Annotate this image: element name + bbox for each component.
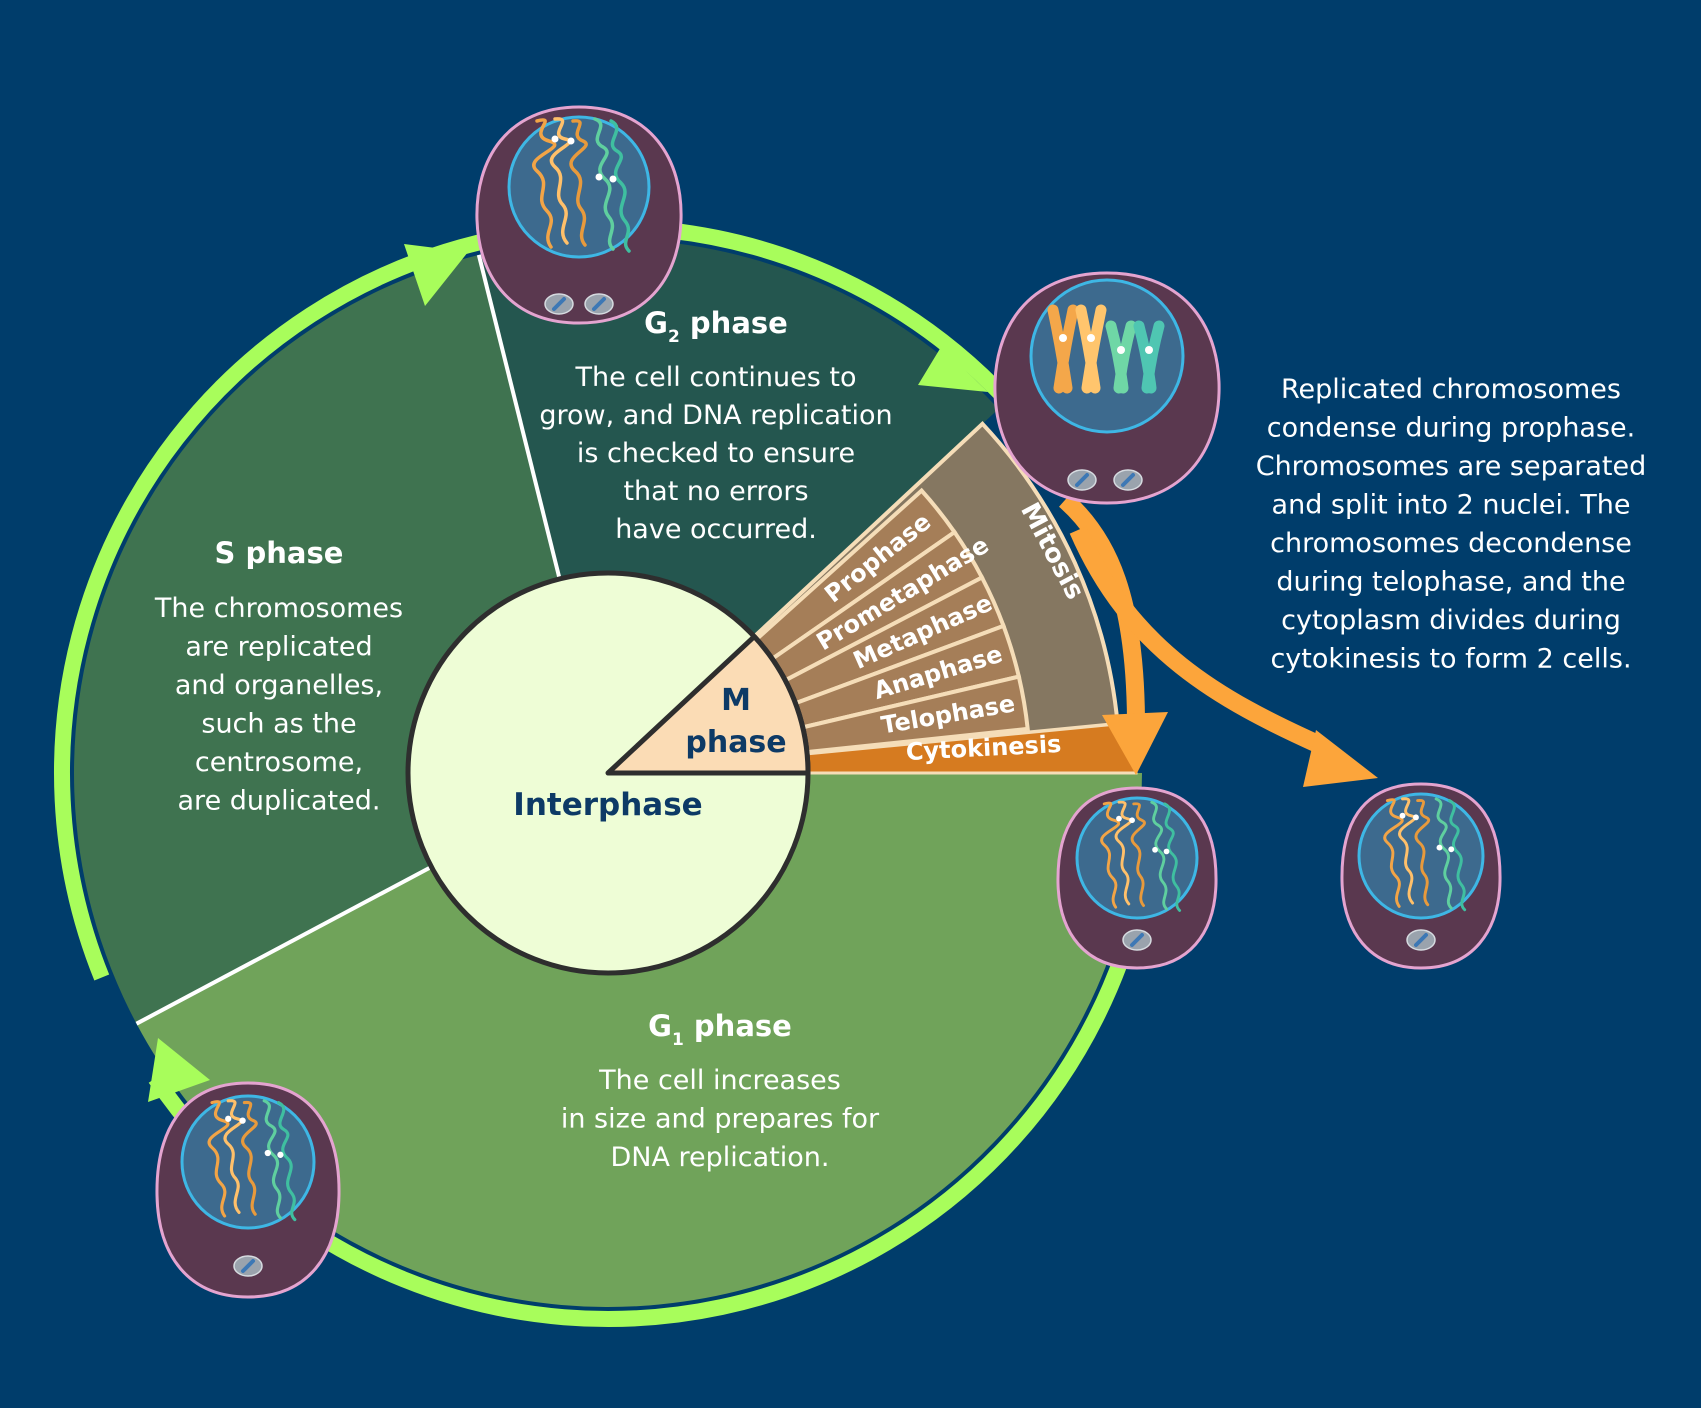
- mitosis-explanation-line: cytokinesis to form 2 cells.: [1270, 644, 1631, 675]
- mitosis-arrow: [1058, 493, 1378, 787]
- mitosis-explanation-line: chromosomes decondense: [1270, 528, 1632, 559]
- g2-phase-description-line: is checked to ensure: [577, 438, 855, 469]
- interphase-label: Interphase: [513, 787, 702, 823]
- mitosis-arrowhead: [1102, 712, 1168, 775]
- cycle-ring: [74, 239, 1142, 1307]
- mitosis-explanation-line: cytoplasm divides during: [1281, 605, 1621, 636]
- mitosis-explanation-line: Chromosomes are separated: [1256, 451, 1647, 482]
- g2-phase-description-line: The cell continues to: [575, 362, 857, 393]
- g1-phase-description-line: DNA replication.: [611, 1142, 830, 1173]
- g2-phase-sector[interactable]: [478, 239, 999, 637]
- s-phase-sector[interactable]: [74, 254, 560, 1024]
- s-g1-divider: [135, 865, 433, 1026]
- centrosome-icon: [1066, 468, 1098, 492]
- cell-daughter-2[interactable]: [1340, 782, 1502, 970]
- cell-daughter-1[interactable]: [1056, 786, 1218, 970]
- mitosis-arrow-stem: [1058, 493, 1145, 721]
- s-phase-description-line: and organelles,: [175, 670, 383, 701]
- mitosis-explanation: Replicated chromosomes condense during pr…: [1256, 374, 1647, 675]
- g2-phase-title: G2 phase: [644, 306, 788, 347]
- g1-phase-title: G1 phase: [648, 1009, 792, 1050]
- s-phase-description-line: centrosome,: [195, 747, 363, 778]
- s-phase-description-line: such as the: [201, 709, 356, 740]
- division-arrow-stem: [1069, 526, 1324, 754]
- g2-phase-description-line: grow, and DNA replication: [539, 400, 892, 431]
- m-phase-label-line2: phase: [685, 725, 786, 760]
- cell-g2[interactable]: [475, 105, 683, 325]
- arrowhead-to-g2: [404, 244, 468, 306]
- s-g2-divider: [476, 254, 562, 580]
- arrowhead-to-s: [148, 1038, 210, 1102]
- s-phase-description-line: are replicated: [185, 632, 372, 663]
- chromosome-icon: [1047, 304, 1165, 394]
- nucleus-icon: [1029, 278, 1185, 434]
- s-phase-description: The chromosomes are replicated and organel…: [154, 593, 403, 817]
- g1-phase-description-line: in size and prepares for: [561, 1104, 880, 1135]
- s-phase-description-line: The chromosomes: [154, 593, 403, 624]
- s-phase-description-line: are duplicated.: [178, 786, 381, 817]
- mitosis-explanation-line: during telophase, and the: [1276, 567, 1625, 598]
- m-phase-wedge[interactable]: [605, 634, 811, 776]
- s-phase-title: S phase: [215, 536, 344, 570]
- cycle-arrow-arc: [54, 219, 1007, 981]
- cell-mitosis[interactable]: [993, 271, 1221, 505]
- g1-phase-description-line: The cell increases: [598, 1065, 841, 1096]
- mitosis-explanation-line: Replicated chromosomes: [1281, 374, 1621, 405]
- centrosome-icon: [543, 292, 575, 316]
- centrosome-icon: [232, 1254, 264, 1278]
- division-arrowhead: [1303, 730, 1378, 787]
- centrosome-icon: [1112, 468, 1144, 492]
- g2-phase-description-line: that no errors: [623, 476, 808, 507]
- arrowhead-to-mitosis: [918, 347, 988, 392]
- centrosome-icon: [1121, 928, 1153, 952]
- g1-phase-description: The cell increases in size and prepares f…: [561, 1065, 880, 1173]
- mitosis-explanation-line: condense during prophase.: [1267, 413, 1636, 444]
- m-phase-label-line1: M: [721, 683, 751, 718]
- mitosis-explanation-line: and split into 2 nuclei. The: [1272, 490, 1631, 521]
- cycle-arrow: [54, 219, 1154, 1327]
- cell-g1[interactable]: [155, 1081, 341, 1299]
- g1-phase-sector[interactable]: [136, 773, 1142, 1307]
- centrosome-icon: [1405, 928, 1437, 952]
- g2-phase-description: The cell continues to grow, and DNA repli…: [539, 362, 892, 545]
- g2-phase-description-line: have occurred.: [615, 514, 817, 545]
- centrosome-icon: [583, 292, 615, 316]
